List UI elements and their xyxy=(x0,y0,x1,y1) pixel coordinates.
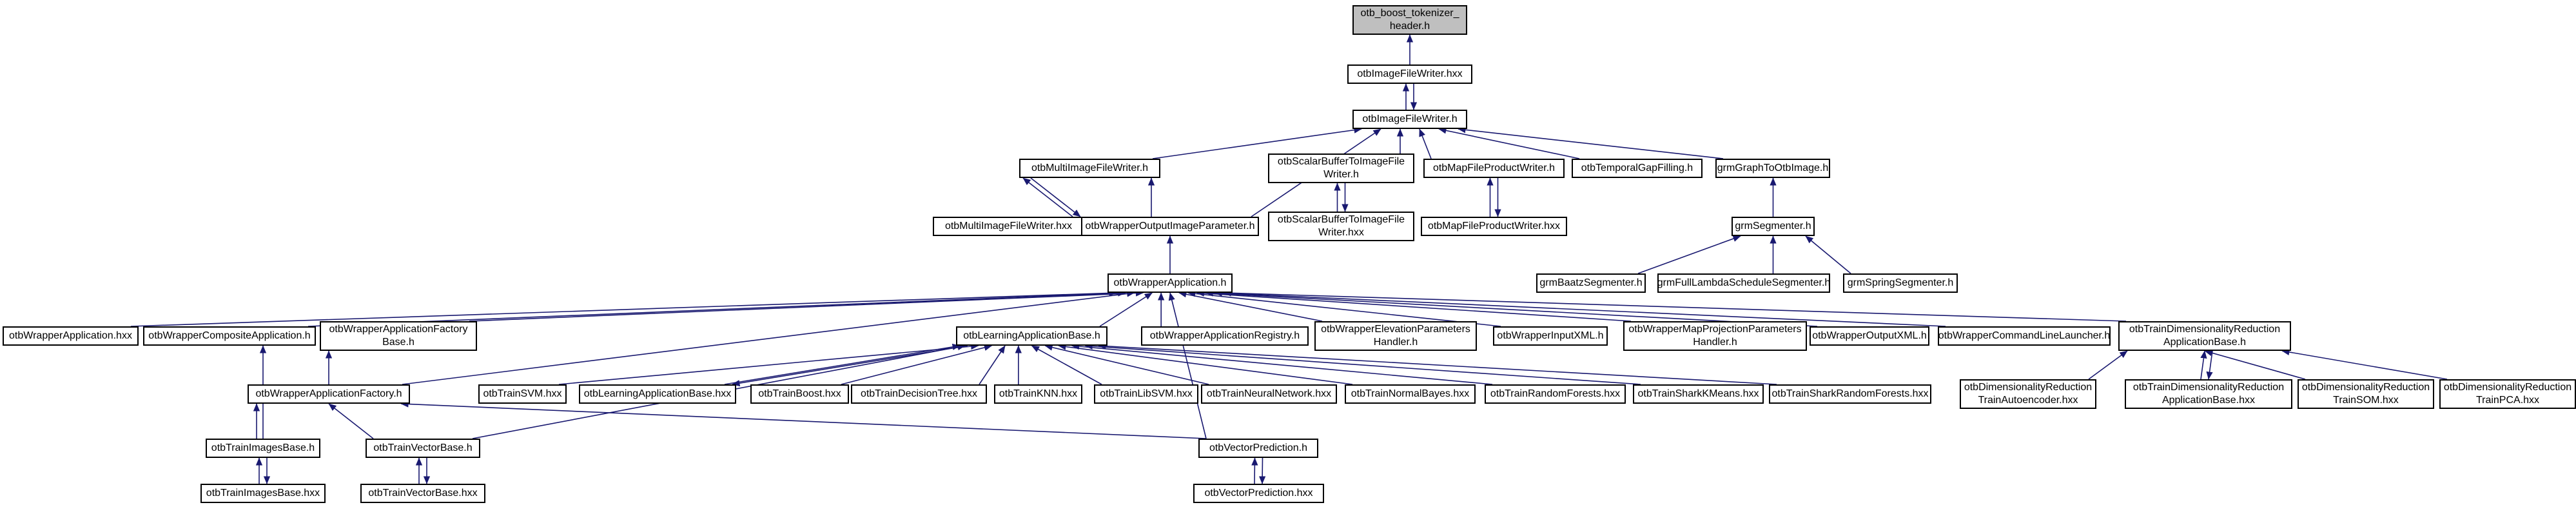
edge-otbMultiImageFileWriter.h-to-otbMultiImageFileWriter.hxx xyxy=(1030,177,1081,217)
edge-otbWrapperOutputXML.h-to-otbWrapperApplication.h xyxy=(1205,290,1818,327)
graph-node-otbTrainLibSVM.hxx[interactable]: otbTrainLibSVM.hxx xyxy=(1094,384,1198,404)
edge-otbTrainDimensionalityReductionApplicationBase.h-to-otbWrapperApplication.h xyxy=(1223,290,2127,322)
graph-node-grmFullLambdaScheduleSegmenter.h[interactable]: grmFullLambdaScheduleSegmenter.h xyxy=(1657,273,1830,293)
edge-otbWrapperApplicationFactory.h-to-otbWrapperApplication.h xyxy=(402,290,1135,385)
graph-node-grmSegmenter.h[interactable]: grmSegmenter.h xyxy=(1732,217,1815,236)
graph-node-otbTrainVectorBase.h[interactable]: otbTrainVectorBase.h xyxy=(366,439,480,458)
graph-node-otbMapFileProductWriter.h[interactable]: otbMapFileProductWriter.h xyxy=(1423,159,1565,178)
graph-node-grmSpringSegmenter.h[interactable]: grmSpringSegmenter.h xyxy=(1843,273,1958,293)
graph-node-otbTrainDimensionalityReductionApplicationBase.hxx[interactable]: otbTrainDimensionalityReduction Applicat… xyxy=(2125,379,2292,409)
graph-node-otbWrapperInputXML.h[interactable]: otbWrapperInputXML.h xyxy=(1493,326,1608,346)
edge-otbDimensionalityReductionTrainPCA.hxx-to-otbTrainDimensionalityReductionApplicationBase.h xyxy=(2281,348,2448,380)
graph-node-otbDimensionalityReductionTrainSOM.hxx[interactable]: otbDimensionalityReduction TrainSOM.hxx xyxy=(2298,379,2434,409)
edge-otbTrainNeuralNetwork.hxx-to-otbLearningApplicationBase.h xyxy=(1044,344,1209,385)
edge-otbTrainSVM.hxx-to-otbLearningApplicationBase.h xyxy=(558,342,979,385)
graph-node-otbTrainBoost.hxx[interactable]: otbTrainBoost.hxx xyxy=(750,384,849,404)
edge-grmSpringSegmenter.h-to-grmSegmenter.h xyxy=(1805,235,1851,274)
graph-node-otbMapFileProductWriter.hxx[interactable]: otbMapFileProductWriter.hxx xyxy=(1421,217,1567,236)
graph-node-otbTrainRandomForests.hxx[interactable]: otbTrainRandomForests.hxx xyxy=(1485,384,1626,404)
edge-otbTrainDecisionTree.hxx-to-otbLearningApplicationBase.h xyxy=(979,345,1006,385)
graph-node-otbWrapperApplicationFactoryBase.h[interactable]: otbWrapperApplicationFactory Base.h xyxy=(320,321,477,351)
graph-node-otbTrainVectorBase.hxx[interactable]: otbTrainVectorBase.hxx xyxy=(360,484,485,503)
edge-otbWrapperElevationParametersHandler.h-to-otbWrapperApplication.h xyxy=(1178,291,1323,322)
edge-otbTrainNormalBayes.hxx-to-otbLearningApplicationBase.h xyxy=(1058,343,1353,385)
edge-grmBaatzSegmenter.h-to-grmSegmenter.h xyxy=(1637,235,1741,274)
edge-otbDimensionalityReductionTrainSOM.hxx-to-otbTrainDimensionalityReductionApplicationBase.h xyxy=(2204,350,2306,380)
edge-otbVectorPrediction.h-to-otbVectorPrediction.hxx xyxy=(1259,457,1266,484)
edge-otbWrapperApplicationFactoryBase.h-to-otbWrapperApplication.h xyxy=(469,290,1144,322)
graph-node-otbTrainNormalBayes.hxx[interactable]: otbTrainNormalBayes.hxx xyxy=(1345,384,1476,404)
edge-otbLearningApplicationBase.hxx-to-otbLearningApplicationBase.h xyxy=(724,343,961,385)
edge-otbMultiImageFileWriter.hxx-to-otbMultiImageFileWriter.h xyxy=(1022,177,1073,217)
graph-node-otbTrainKNN.hxx[interactable]: otbTrainKNN.hxx xyxy=(994,384,1082,404)
graph-node-otbWrapperCompositeApplication.h[interactable]: otbWrapperCompositeApplication.h xyxy=(143,326,316,346)
edge-otbMapFileProductWriter.h-to-otbImageFileWriter.h xyxy=(1419,128,1432,159)
graph-node-otbTrainSharkRandomForests.hxx[interactable]: otbTrainSharkRandomForests.hxx xyxy=(1769,384,1931,404)
graph-node-otbTrainImagesBase.hxx[interactable]: otbTrainImagesBase.hxx xyxy=(200,484,326,503)
graph-node-grmBaatzSegmenter.h[interactable]: grmBaatzSegmenter.h xyxy=(1536,273,1646,293)
edge-otbVectorPrediction.h-to-otbWrapperApplicationFactory.h xyxy=(400,401,1207,439)
graph-node-otbWrapperApplication.h[interactable]: otbWrapperApplication.h xyxy=(1107,273,1233,293)
edge-otbTrainDimensionalityReductionApplicationBase.hxx-to-otbTrainDimensionalityReductionApplicationBase.h xyxy=(2200,350,2207,380)
edge-otbLearningApplicationBase.h-to-otbLearningApplicationBase.hxx xyxy=(732,345,968,387)
edge-otbWrapperMapProjectionParametersHandler.h-to-otbWrapperApplication.h xyxy=(1196,290,1632,322)
edge-otbVectorPrediction.h-to-otbWrapperApplication.h xyxy=(1168,292,1207,439)
edge-otbTrainSharkRandomForests.hxx-to-otbLearningApplicationBase.h xyxy=(1098,342,1777,385)
graph-node-otbTrainDimensionalityReductionApplicationBase.h[interactable]: otbTrainDimensionalityReduction Applicat… xyxy=(2118,321,2291,351)
graph-node-otbVectorPrediction.h[interactable]: otbVectorPrediction.h xyxy=(1198,439,1318,458)
graph-node-otbDimensionalityReductionTrainAutoencoder.hxx[interactable]: otbDimensionalityReduction TrainAutoenco… xyxy=(1960,379,2096,409)
edge-otbTrainRandomForests.hxx-to-otbLearningApplicationBase.h xyxy=(1071,342,1493,385)
graph-node-otbTrainSVM.hxx[interactable]: otbTrainSVM.hxx xyxy=(478,384,567,404)
graph-node-otbVectorPrediction.hxx[interactable]: otbVectorPrediction.hxx xyxy=(1193,484,1324,503)
graph-node-otbWrapperOutputXML.h[interactable]: otbWrapperOutputXML.h xyxy=(1810,326,1929,346)
edge-otbTrainDimensionalityReductionApplicationBase.h-to-otbTrainDimensionalityReductionApplicationBase.hxx xyxy=(2206,350,2213,380)
edge-otbDimensionalityReductionTrainAutoencoder.hxx-to-otbTrainDimensionalityReductionApplicationBase.h xyxy=(2088,350,2128,380)
graph-node-otbTemporalGapFilling.h[interactable]: otbTemporalGapFilling.h xyxy=(1572,159,1703,178)
graph-node-otbTrainNeuralNetwork.hxx[interactable]: otbTrainNeuralNetwork.hxx xyxy=(1201,384,1337,404)
edge-otbTrainBoost.hxx-to-otbLearningApplicationBase.h xyxy=(841,344,993,385)
edge-otbLearningApplicationBase.h-to-otbWrapperApplication.h xyxy=(1099,292,1153,327)
graph-node-otbMultiImageFileWriter.h[interactable]: otbMultiImageFileWriter.h xyxy=(1019,159,1160,178)
graph-node-otbMultiImageFileWriter.hxx[interactable]: otbMultiImageFileWriter.hxx xyxy=(933,217,1084,236)
graph-node-grmGraphToOtbImage.h[interactable]: grmGraphToOtbImage.h xyxy=(1715,159,1830,178)
edge-otbWrapperInputXML.h-to-otbWrapperApplication.h xyxy=(1187,290,1501,327)
graph-node-otbWrapperCommandLineLauncher.h[interactable]: otbWrapperCommandLineLauncher.h xyxy=(1938,326,2111,346)
graph-node-otbTrainDecisionTree.hxx[interactable]: otbTrainDecisionTree.hxx xyxy=(851,384,987,404)
graph-node-otbWrapperApplicationFactory.h[interactable]: otbWrapperApplicationFactory.h xyxy=(248,384,410,404)
edge-grmGraphToOtbImage.h-to-otbImageFileWriter.h xyxy=(1458,126,1724,159)
edge-otbWrapperApplication.hxx-to-otbWrapperApplication.h xyxy=(130,290,1117,327)
graph-node-otbWrapperElevationParametersHandler.h[interactable]: otbWrapperElevationParameters Handler.h xyxy=(1314,321,1477,351)
graph-node-otbTrainSharkKMeans.hxx[interactable]: otbTrainSharkKMeans.hxx xyxy=(1633,384,1764,404)
edge-otbTrainVectorBase.h-to-otbWrapperApplicationFactory.h xyxy=(328,403,374,439)
graph-node-otbWrapperMapProjectionParametersHandler.h[interactable]: otbWrapperMapProjectionParameters Handle… xyxy=(1623,321,1807,351)
edge-otbWrapperCompositeApplication.h-to-otbWrapperApplication.h xyxy=(307,290,1126,327)
edge-otbMultiImageFileWriter.h-to-otbImageFileWriter.h xyxy=(1152,126,1362,159)
graph-node-otbScalarBufferToImageFileWriter.hxx[interactable]: otbScalarBufferToImageFile Writer.hxx xyxy=(1268,212,1414,241)
graph-node-otbDimensionalityReductionTrainPCA.hxx[interactable]: otbDimensionalityReduction TrainPCA.hxx xyxy=(2439,379,2576,409)
edge-otbTemporalGapFilling.h-to-otbImageFileWriter.h xyxy=(1438,127,1580,159)
edge-otbVectorPrediction.hxx-to-otbVectorPrediction.h xyxy=(1251,457,1258,484)
edge-otbTrainSharkKMeans.hxx-to-otbLearningApplicationBase.h xyxy=(1084,342,1641,385)
edge-otbTrainLibSVM.hxx-to-otbLearningApplicationBase.h xyxy=(1031,345,1102,385)
graph-node-otbWrapperOutputImageParameter.h[interactable]: otbWrapperOutputImageParameter.h xyxy=(1081,217,1259,236)
graph-node-otbImageFileWriter.hxx[interactable]: otbImageFileWriter.hxx xyxy=(1347,64,1472,84)
graph-node-otbWrapperApplication.hxx[interactable]: otbWrapperApplication.hxx xyxy=(3,326,139,346)
graph-node-otb_boost_tokenizer_header.h: otb_boost_tokenizer_ header.h xyxy=(1352,5,1467,35)
graph-node-otbWrapperApplicationRegistry.h[interactable]: otbWrapperApplicationRegistry.h xyxy=(1141,326,1309,346)
edge-otbWrapperCommandLineLauncher.h-to-otbWrapperApplication.h xyxy=(1214,290,1946,327)
graph-node-otbTrainImagesBase.h[interactable]: otbTrainImagesBase.h xyxy=(206,439,320,458)
graph-node-otbImageFileWriter.h[interactable]: otbImageFileWriter.h xyxy=(1352,110,1467,129)
graph-node-otbLearningApplicationBase.hxx[interactable]: otbLearningApplicationBase.hxx xyxy=(579,384,736,404)
graph-node-otbLearningApplicationBase.h[interactable]: otbLearningApplicationBase.h xyxy=(956,326,1107,346)
graph-node-otbScalarBufferToImageFileWriter.h[interactable]: otbScalarBufferToImageFile Writer.h xyxy=(1268,153,1414,183)
